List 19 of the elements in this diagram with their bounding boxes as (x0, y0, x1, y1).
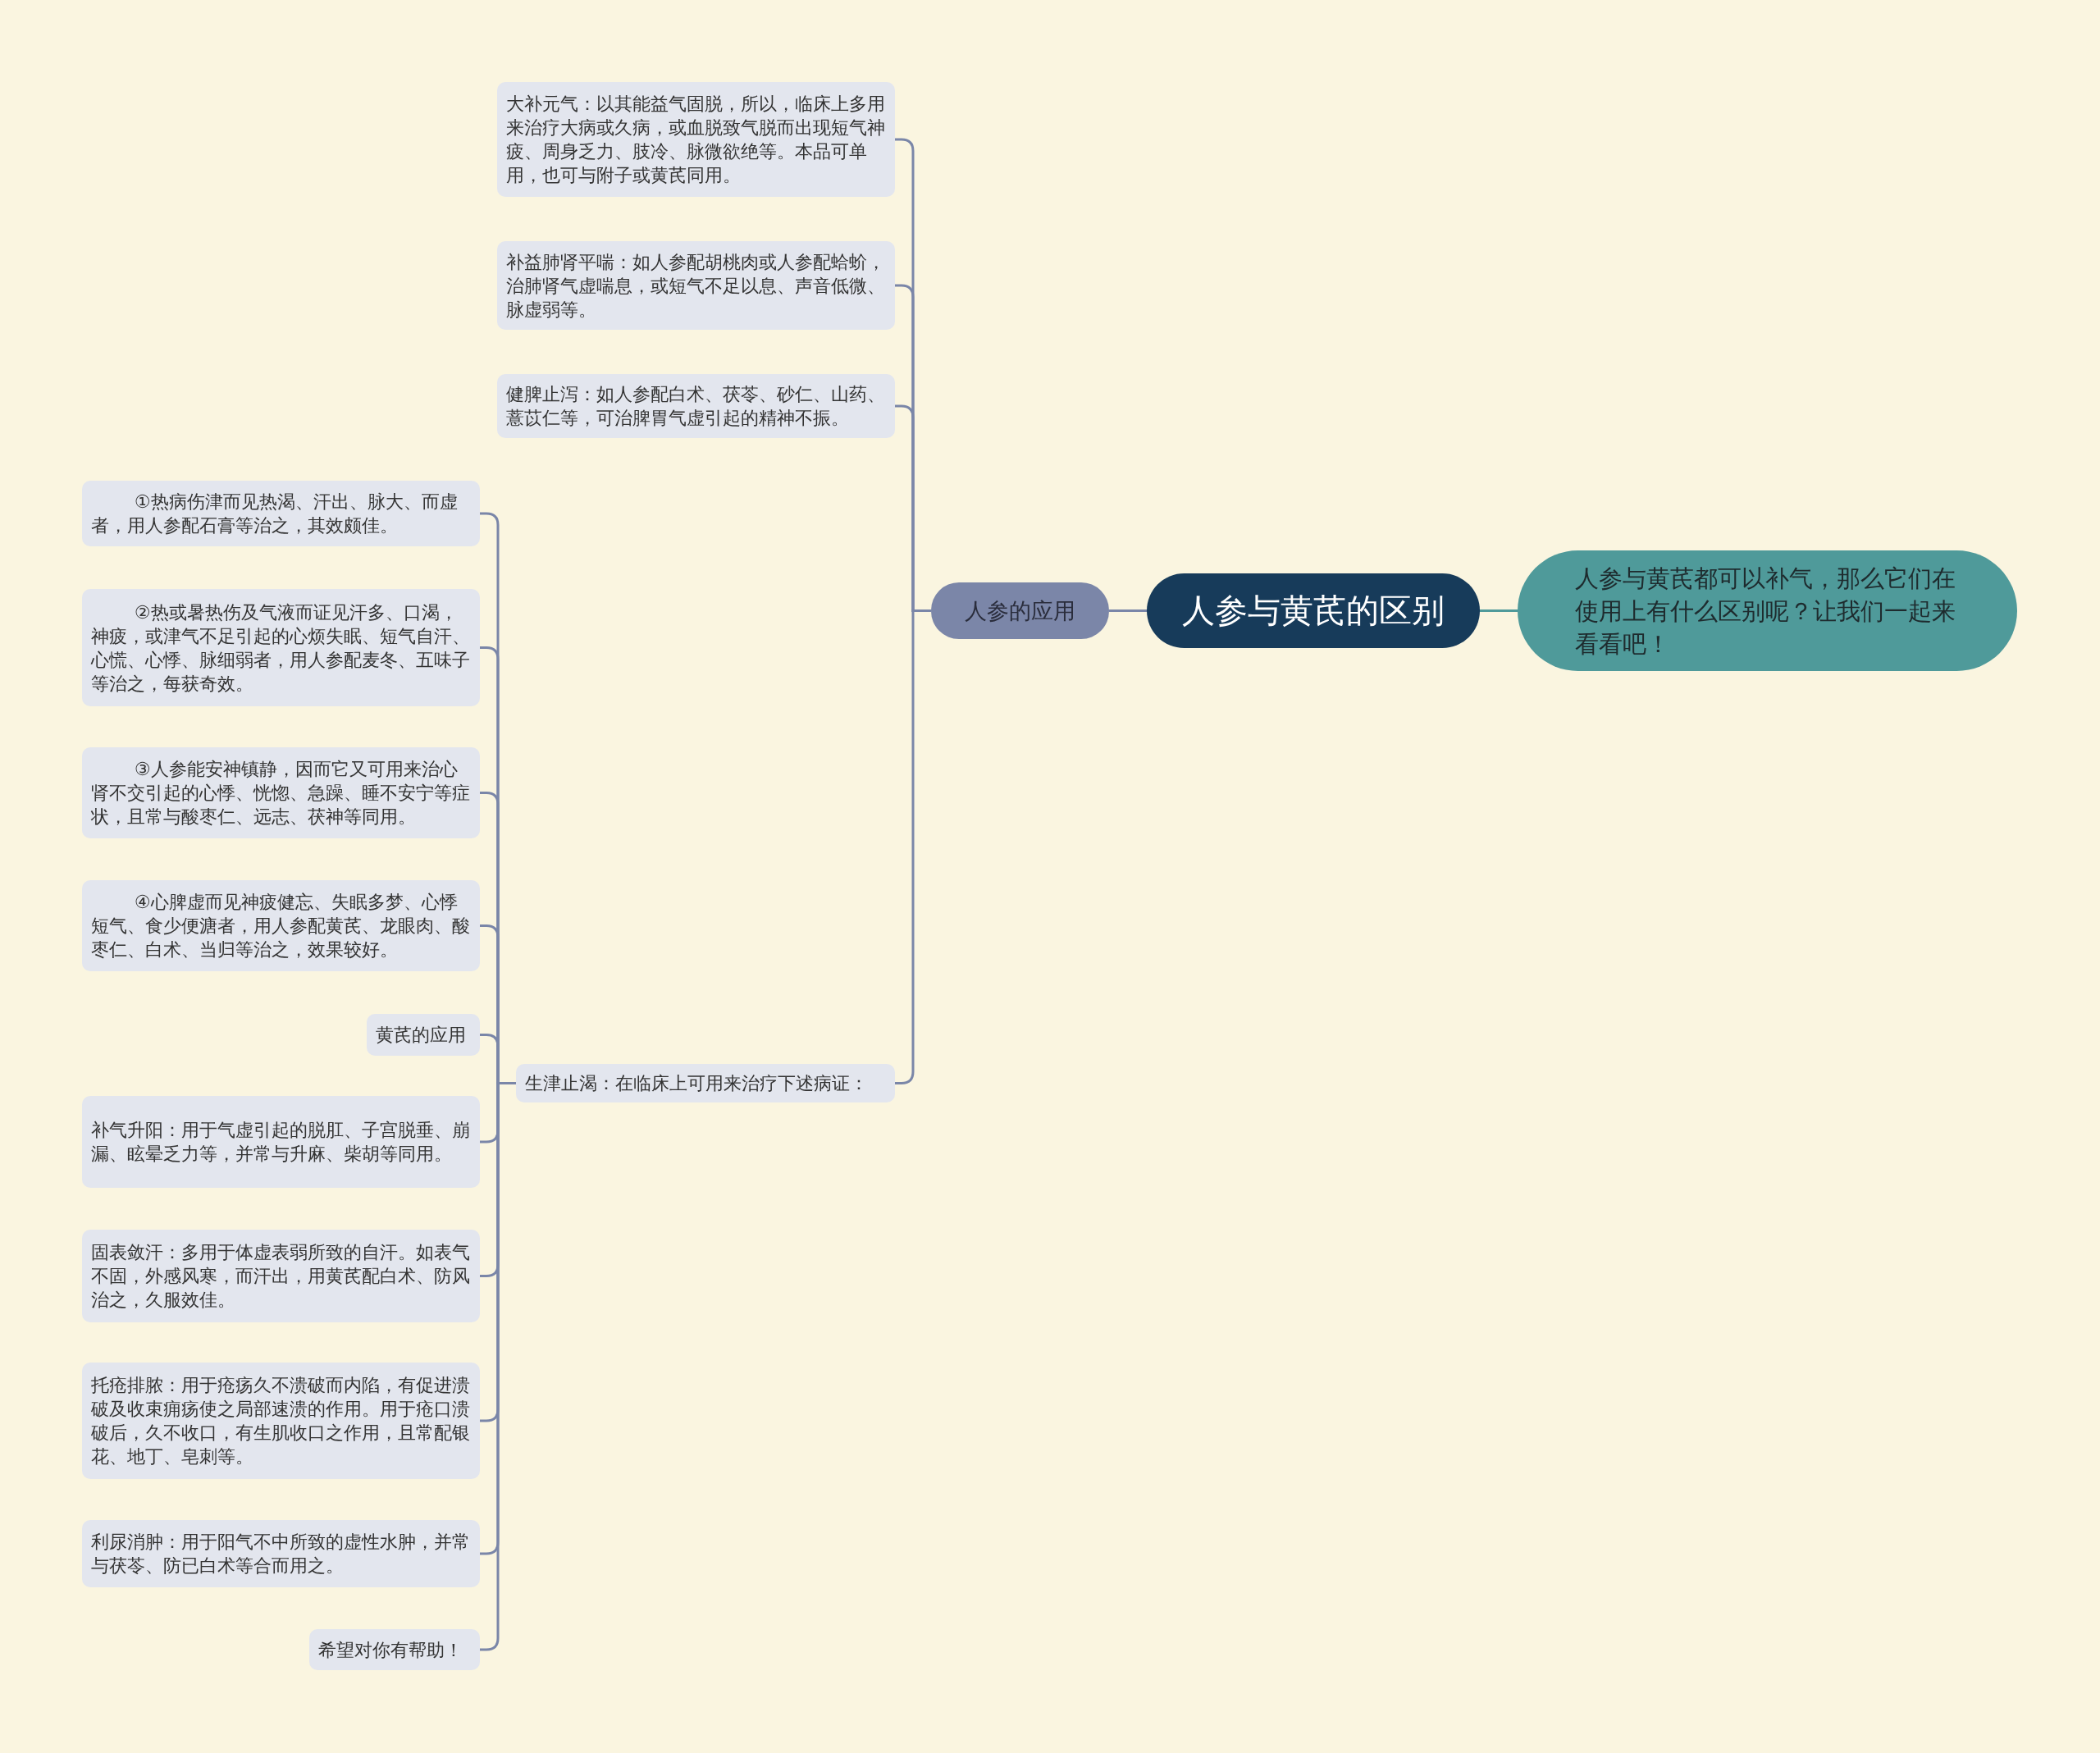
text-box: ②热或暑热伤及气液而证见汗多、口渴，神疲，或津气不足引起的心烦失眠、短气自汗、心慌、心悸、脉细弱者，用人参配麦冬、五味子等治之，每获奇效。 (82, 589, 480, 706)
text-box: 希望对你有帮助！ (309, 1629, 480, 1670)
text-box: ①热病伤津而见热渴、汗出、脉大、而虚者，用人参配石膏等治之，其效颇佳。 (82, 481, 480, 546)
text-box: 托疮排脓：用于疮疡久不溃破而内陷，有促进溃破及收束痈疡使之局部速溃的作用。用于疮口溃破后，久不收口，有生肌收口之作用，且常配银花、地丁、皂刺等。 (82, 1363, 480, 1479)
connector-line (1480, 609, 1518, 612)
text-box: 生津止渴：在临床上可用来治疗下述病证： (516, 1064, 895, 1102)
connector-line (1109, 609, 1147, 612)
text-box: 补益肺肾平喘：如人参配胡桃肉或人参配蛤蚧，治肺肾气虚喘息，或短气不足以息、声音低微、脉虚弱等。 (497, 241, 895, 330)
text-box: ③人参能安神镇静，因而它又可用来治心肾不交引起的心悸、恍惚、急躁、睡不安宁等症状，且常与酸枣仁、远志、茯神等同用。 (82, 747, 480, 838)
topic-box: 人参与黄芪的区别 (1147, 573, 1480, 648)
text-box: ④心脾虚而见神疲健忘、失眠多梦、心悸短气、食少便溏者，用人参配黄芪、龙眼肉、酸枣仁、白术、当归等治之，效果较好。 (82, 880, 480, 971)
text-box: 固表敛汗：多用于体虚表弱所致的自汗。如表气不固，外感风寒，而汗出，用黄芪配白术、防风治之，久服效佳。 (82, 1230, 480, 1322)
text-box: 大补元气：以其能益气固脱，所以，临床上多用来治疗大病或久病，或血脱致气脱而出现短气神疲、周身乏力、肢冷、脉微欲绝等。本品可单用，也可与附子或黄芪同用。 (497, 82, 895, 197)
text-box: 补气升阳：用于气虚引起的脱肛、子宫脱垂、崩漏、眩晕乏力等，并常与升麻、柴胡等同用。 (82, 1096, 480, 1188)
branch-box: 人参的应用 (931, 582, 1109, 639)
text-box: 健脾止泻：如人参配白术、茯苓、砂仁、山药、薏苡仁等，可治脾胃气虚引起的精神不振。 (497, 374, 895, 438)
text-box: 黄芪的应用 (367, 1014, 480, 1056)
intro-box: 人参与黄芪都可以补气，那么它们在使用上有什么区别呢？让我们一起来看看吧！ (1518, 550, 2017, 671)
text-box: 利尿消肿：用于阳气不中所致的虚性水肿，并常与茯苓、防已白术等合而用之。 (82, 1520, 480, 1587)
